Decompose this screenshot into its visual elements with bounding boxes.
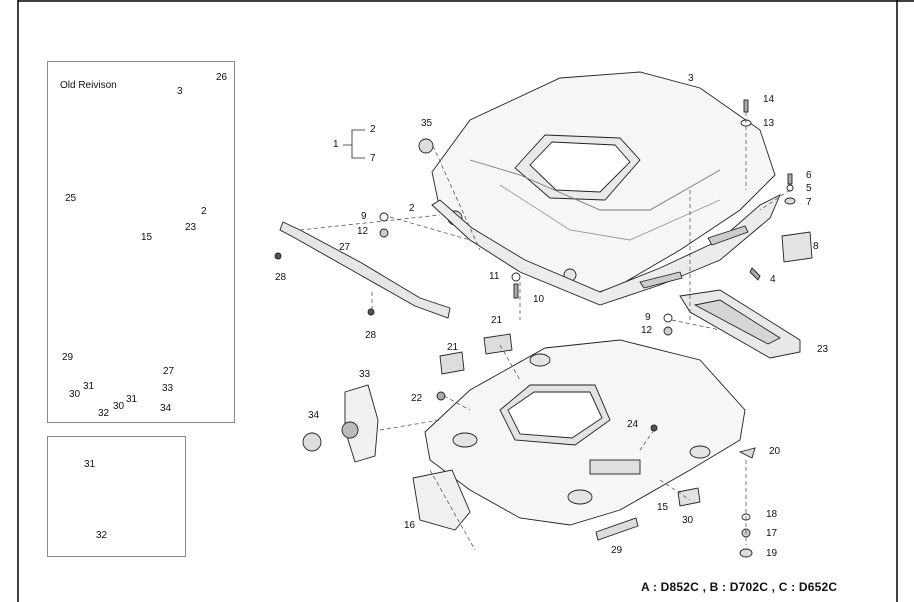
part-label: 30 (113, 401, 125, 412)
part-label: 5 (806, 183, 812, 194)
part-label: 7 (806, 197, 812, 208)
part-label: 10 (533, 294, 545, 305)
part-label: 23 (185, 222, 197, 233)
part-label: 28 (365, 330, 377, 341)
part-label: 33 (359, 369, 371, 380)
part-label: 27 (163, 366, 175, 377)
part-label: 15 (657, 502, 669, 513)
part-label: 2 (201, 206, 207, 217)
part-label: 34 (308, 410, 320, 421)
part-label: 23 (817, 344, 829, 355)
part-label: 2 (370, 124, 376, 135)
part-label: 2 (409, 203, 415, 214)
part-label: 24 (627, 419, 639, 430)
part-label: 26 (216, 72, 228, 83)
part-label: 6 (806, 170, 812, 181)
part-label: 34 (160, 403, 172, 414)
part-label: 11 (489, 271, 500, 282)
part-label: 3 (177, 86, 183, 97)
part-label: 7 (370, 153, 376, 164)
part-label: 14 (763, 94, 775, 105)
part-label: 31 (84, 459, 96, 470)
part-label: 18 (766, 509, 778, 520)
part-label: 9 (361, 211, 367, 222)
part-label: 21 (447, 342, 459, 353)
part-label: 3 (688, 73, 694, 84)
part-label: 13 (763, 118, 775, 129)
part-label: 9 (645, 312, 651, 323)
part-label: 8 (813, 241, 819, 252)
part-label: 17 (766, 528, 778, 539)
inset-title: Old Reivison (60, 80, 117, 91)
part-label: 20 (769, 446, 781, 457)
part-label: 29 (611, 545, 623, 556)
part-label: 28 (275, 272, 287, 283)
bracket-inset (47, 436, 186, 557)
part-label: 19 (766, 548, 778, 559)
part-label: 35 (421, 118, 433, 129)
part-label: 27 (339, 242, 351, 253)
part-label: 30 (682, 515, 694, 526)
part-label: 15 (141, 232, 153, 243)
part-label: 21 (491, 315, 503, 326)
part-label: 16 (404, 520, 416, 531)
part-label: 22 (411, 393, 423, 404)
part-label: 29 (62, 352, 74, 363)
part-label: 12 (641, 325, 653, 336)
part-label: 4 (770, 274, 776, 285)
part-label: 12 (357, 226, 369, 237)
part-label: 1 (333, 139, 339, 150)
part-label: 32 (98, 408, 110, 419)
part-label: 32 (96, 530, 108, 541)
part-label: 31 (83, 381, 95, 392)
part-label: 31 (126, 394, 138, 405)
part-label: 33 (162, 383, 174, 394)
part-label: 25 (65, 193, 77, 204)
old-revision-inset: Old Reivison (47, 61, 235, 423)
part-label: 30 (69, 389, 81, 400)
model-code-footer: A : D852C , B : D702C , C : D652C (641, 580, 838, 594)
